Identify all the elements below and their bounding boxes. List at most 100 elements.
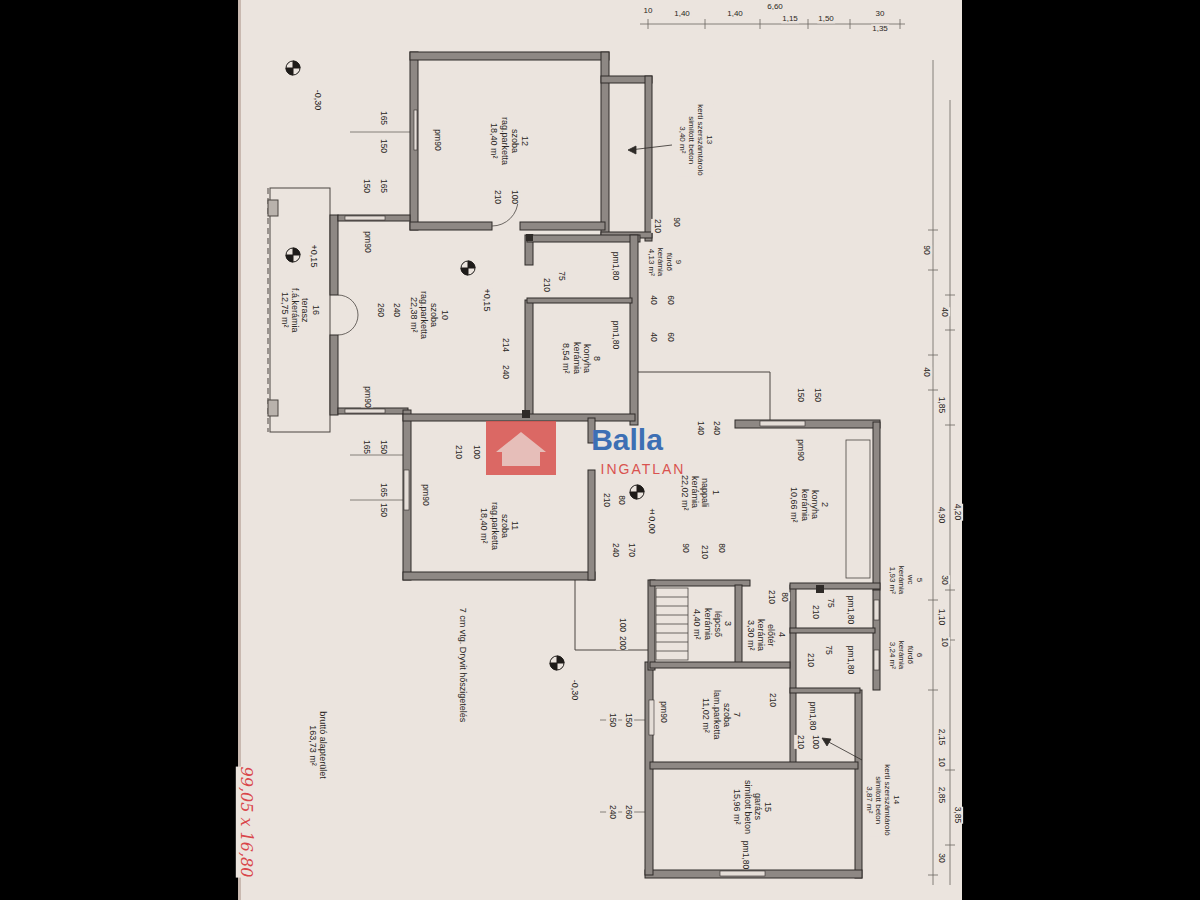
dimension-label: 30 <box>876 9 885 18</box>
dimension-label: pm90 <box>432 129 442 150</box>
room-label: wc <box>905 566 914 594</box>
room-text: 16 <box>310 288 320 333</box>
dimension-label: 1,50 <box>818 14 834 23</box>
dimension-label-group: 210 <box>540 278 552 292</box>
dimension-label-group: 1,85 <box>935 397 947 414</box>
leader-arrow <box>825 740 862 760</box>
dimension-label: 100 <box>509 190 519 204</box>
room-label: 8konyhakerámia8,54 m² <box>561 342 602 374</box>
dimension-label-group: 6,60 <box>766 2 784 11</box>
leader-arrow <box>628 146 636 154</box>
room-text: 7 <box>732 690 742 740</box>
room-label: 1nappalikerámia22,02 m² <box>679 475 720 511</box>
dimension-line <box>928 875 938 876</box>
level-label: -0,30 <box>313 90 323 111</box>
room-label: 5 <box>914 566 923 594</box>
dimension-label-group: 210 <box>794 735 806 749</box>
wall <box>650 662 790 668</box>
dimension-label: 10 <box>644 6 653 15</box>
dimension-line <box>928 600 938 601</box>
dimension-label: 1,15 <box>782 14 798 23</box>
dimension-label-group: pm90 <box>657 701 669 722</box>
room-label: 14 <box>891 764 900 836</box>
room-text: kerámia <box>756 619 766 651</box>
dimension-label: pm90 <box>362 231 372 252</box>
stair-steps <box>656 615 688 616</box>
room-text: szoba <box>500 502 510 550</box>
window-mark <box>720 871 765 876</box>
dimension-label-group: 2,85 <box>935 787 947 804</box>
dimension-label-group: 75 <box>822 645 834 654</box>
watermark-logo <box>486 421 556 475</box>
room-text: 18,40 m² <box>489 117 499 165</box>
wall <box>630 235 638 425</box>
dimension-label: 60 <box>665 332 675 341</box>
dimension-line <box>808 19 809 29</box>
dimension-label-group: 1,50 <box>817 14 835 23</box>
dimension-label: 90 <box>671 217 681 226</box>
wall <box>403 414 635 421</box>
room-label: 4,13 m² <box>646 248 655 276</box>
dimension-label-group: 1,15 <box>781 14 799 23</box>
dimension-label-group: 200 <box>616 636 628 650</box>
level-marker <box>286 61 644 670</box>
dimension-label: 60 <box>665 295 675 304</box>
room-text: lam.parketta <box>711 690 721 740</box>
dimension-label-group: 60 <box>664 332 676 341</box>
stair-steps <box>656 606 688 607</box>
dimension-line <box>928 355 938 356</box>
dimension-label: 6,60 <box>767 2 783 11</box>
room-text: 15,96 m² <box>732 780 742 834</box>
chimney <box>816 585 824 593</box>
dimension-label: pm90 <box>420 484 430 505</box>
dimension-label: 40 <box>648 295 658 304</box>
dimension-label: 1,10 <box>936 609 946 626</box>
window-mark <box>874 650 879 670</box>
dimension-label: pm1,80 <box>845 646 855 674</box>
dimension-label: 200 <box>617 636 627 650</box>
dimension-label: 210 <box>766 590 776 604</box>
dimension-label-group: 150 <box>360 179 372 193</box>
room-label-group: 14kerti szerszámtárolósimított beton3,87… <box>863 764 900 836</box>
room-text: 12 <box>520 117 530 165</box>
room-text: előtér <box>766 619 776 651</box>
level-label-group: +0,15 <box>481 289 493 312</box>
wall <box>527 298 632 303</box>
dimension-label-group: 4,90 <box>935 507 947 524</box>
terrace-outline <box>268 188 330 432</box>
dimension-line <box>850 19 851 29</box>
stair-steps <box>656 651 688 652</box>
wall <box>525 235 533 265</box>
dimension-label-group: 150 <box>622 713 634 727</box>
stair-steps <box>656 588 688 660</box>
dimension-label: 40 <box>939 307 949 316</box>
level-label: +0,15 <box>309 245 319 268</box>
dimension-label-group: 260 <box>622 805 634 819</box>
dimension-label: 210 <box>699 545 709 559</box>
dimension-label-group: 150 <box>377 503 389 517</box>
wall <box>330 215 338 295</box>
dimension-label: pm1,80 <box>845 596 855 624</box>
chimney <box>522 410 530 418</box>
window-mark <box>345 216 385 220</box>
wall <box>648 580 655 670</box>
room-box: 2konyhakerámia10,66 m² <box>746 430 873 580</box>
dimension-line <box>933 60 934 885</box>
room-box: 8konyhakerámia8,54 m² <box>533 303 630 414</box>
dimension-label: 240 <box>500 365 510 379</box>
dimension-label: 210 <box>453 445 463 459</box>
dimension-line <box>928 270 938 271</box>
dimension-label: 80 <box>716 543 726 552</box>
room-label: 7szobalam.parketta11,02 m² <box>701 690 742 740</box>
dimension-label-group: 150 <box>811 388 823 402</box>
room-box: 7szobalam.parketta11,02 m² <box>653 668 790 762</box>
dimension-label-group: 10 <box>935 757 947 766</box>
dimension-line <box>350 19 955 885</box>
dimension-label-group: pm1,80 <box>806 702 818 730</box>
dimension-label: 150 <box>623 713 633 727</box>
dimension-label-group: 75 <box>555 271 567 280</box>
dimension-label: pm1,80 <box>610 321 620 349</box>
terrace-outline <box>268 400 278 416</box>
